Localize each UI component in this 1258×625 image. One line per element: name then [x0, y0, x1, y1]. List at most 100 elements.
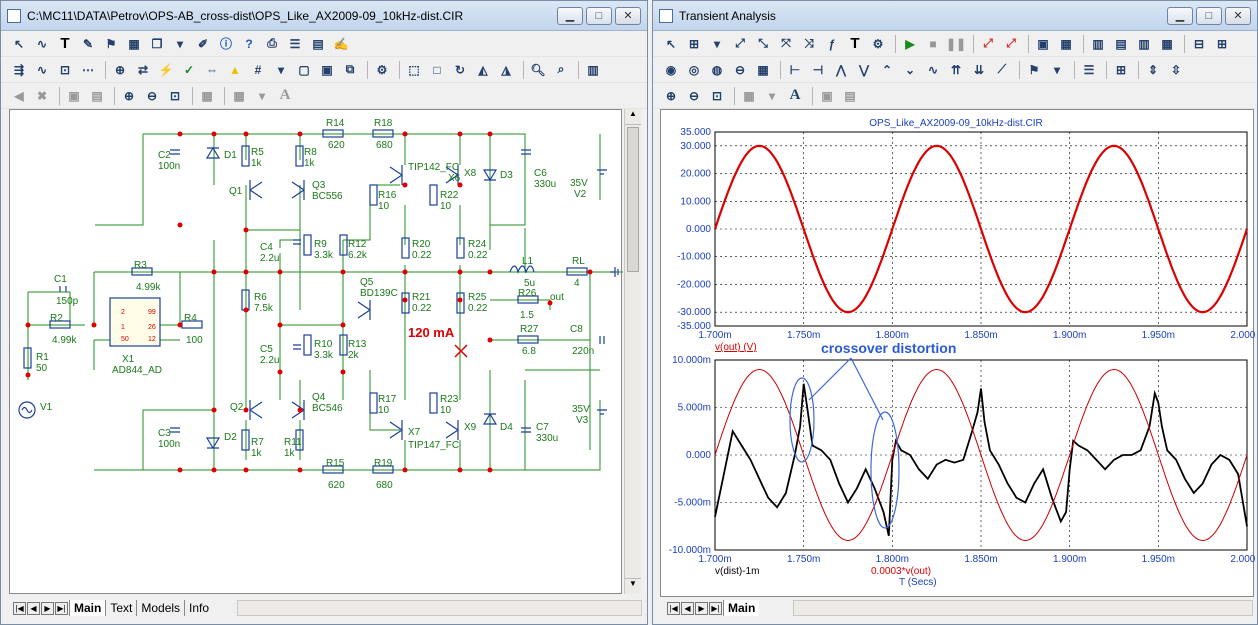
dropdown-icon-5[interactable]: ▾	[1053, 62, 1061, 77]
low-icon[interactable]: ⌄	[904, 62, 916, 77]
warning-icon[interactable]: ▲	[229, 62, 241, 77]
flip-icon[interactable]: ⇔	[206, 62, 218, 77]
plot-zoom-fit-icon[interactable]: ⊡	[711, 88, 723, 103]
scale-icon[interactable]: ⊞	[688, 36, 700, 51]
global-low-icon[interactable]: ⇊	[973, 62, 985, 77]
next-interp-icon[interactable]: ⊣	[812, 62, 824, 77]
select-mode-icon[interactable]: ↖	[13, 36, 25, 51]
plot-last-page-icon[interactable]: ▶|	[709, 601, 722, 615]
zoom-fit-icon[interactable]: ⊡	[169, 88, 181, 103]
maximize-button[interactable]: □	[586, 6, 612, 25]
zoom-out-icon[interactable]: ⊖	[146, 88, 158, 103]
plot-next-page-icon[interactable]: ▶	[695, 601, 708, 615]
layout-3-icon[interactable]: ▥	[1138, 36, 1150, 51]
info-icon[interactable]: ⓘ	[219, 37, 232, 51]
valley-find-icon[interactable]: ⋁	[859, 62, 869, 77]
properties-icon-2[interactable]: ⚙	[872, 36, 884, 51]
restore-scale-icon[interactable]: ⤡	[758, 36, 768, 50]
back-icon[interactable]: ◀	[14, 88, 24, 103]
peak-icon[interactable]: ◍	[711, 62, 723, 77]
align-alt-icon[interactable]: ⇳	[1170, 62, 1182, 77]
plot-zoom-in-icon[interactable]: ⊕	[665, 88, 677, 103]
analysis-close-button[interactable]: ✕	[1225, 6, 1251, 25]
text-tool-icon[interactable]: T	[850, 35, 860, 52]
copy-icon[interactable]: ❐	[151, 36, 163, 51]
cursor-right-icon[interactable]: ⤢	[1006, 36, 1016, 50]
select-icon[interactable]: ↖	[665, 36, 677, 51]
analysis-maximize-button[interactable]: □	[1196, 6, 1222, 25]
slope-icon[interactable]: ⟋	[997, 62, 1007, 76]
current-icon[interactable]: ⇄	[137, 62, 149, 77]
stop-icon[interactable]: ✖	[36, 88, 48, 103]
pin-names-icon[interactable]: ⊡	[59, 62, 71, 77]
analysis-titlebar[interactable]: Transient Analysis ▁ □ ✕	[653, 1, 1257, 31]
grid-view-icon[interactable]: ▦	[233, 88, 245, 103]
label-icon[interactable]: ⚑	[1028, 62, 1040, 77]
grid-icon[interactable]: ⋯	[82, 62, 94, 77]
flag-icon[interactable]: ⚑	[105, 36, 117, 51]
minus-icon[interactable]: ⊖	[734, 62, 746, 77]
text-mode-icon[interactable]: T	[60, 35, 70, 52]
tab-text[interactable]: Text	[105, 600, 136, 616]
minimize-button[interactable]: ▁	[557, 6, 583, 25]
box-icon[interactable]: □	[433, 62, 441, 77]
stop-run-icon[interactable]: ■	[929, 36, 937, 51]
tab-models[interactable]: Models	[136, 600, 184, 616]
peak-find-icon[interactable]: ⋀	[836, 62, 846, 77]
dropdown-icon-2[interactable]: ▾	[277, 62, 285, 77]
page-icon[interactable]: ▢	[298, 62, 310, 77]
mirror-icon[interactable]: ◭	[478, 62, 488, 77]
info-panel-icon[interactable]: ▥	[587, 62, 599, 77]
tile-alt-icon[interactable]: ▦	[1060, 36, 1072, 51]
power-icon[interactable]: ⚡	[158, 62, 174, 77]
scroll-thumb[interactable]	[627, 127, 639, 272]
print-icon[interactable]: ⎙	[267, 36, 277, 50]
run-icon[interactable]: ▶	[905, 36, 915, 51]
attribute-icon[interactable]: ⊕	[114, 62, 126, 77]
global-high-icon[interactable]: ⇈	[950, 62, 962, 77]
notes-icon[interactable]: ☰	[1083, 62, 1095, 77]
pen-icon[interactable]: ✐	[197, 36, 209, 51]
tab-main[interactable]: Main	[69, 600, 106, 616]
first-page-icon[interactable]: |◀	[13, 601, 26, 615]
select-box-icon[interactable]: ⬚	[408, 62, 420, 77]
edit-icon[interactable]: ✍	[333, 36, 349, 51]
node-numbers-icon[interactable]: ⇶	[13, 62, 25, 77]
layout-4-icon[interactable]: ▦	[1161, 36, 1173, 51]
dropdown-icon-3[interactable]: ▾	[258, 88, 266, 103]
ungroup-icon[interactable]: ▤	[91, 88, 103, 103]
dropdown-icon-6[interactable]: ▾	[768, 88, 776, 103]
draw-icon[interactable]: ✎	[82, 36, 94, 51]
close-button[interactable]: ✕	[615, 6, 641, 25]
layout-2-icon[interactable]: ▤	[1115, 36, 1127, 51]
table-icon[interactable]: ▤	[312, 36, 324, 51]
dropdown-icon-4[interactable]: ▾	[713, 36, 721, 51]
split-h-icon[interactable]: ⊟	[1193, 36, 1205, 51]
align-icon[interactable]: ⇕	[1147, 62, 1159, 77]
pause-icon[interactable]: ❚❚	[945, 36, 967, 51]
tile-icon[interactable]: ▣	[1037, 36, 1049, 51]
next-page-icon[interactable]: ▶	[41, 601, 54, 615]
node-voltages-icon[interactable]: ∿	[36, 62, 48, 77]
hscroll-right[interactable]	[793, 600, 1253, 616]
fx-icon[interactable]: ƒ	[828, 36, 836, 51]
prev-page-icon[interactable]: ◀	[27, 601, 40, 615]
find-next-icon[interactable]: ⌕	[557, 62, 565, 76]
next-simple-icon[interactable]: ⊢	[789, 62, 801, 77]
zoom-window-icon[interactable]: ⧉	[345, 62, 355, 76]
group-icon[interactable]: ▣	[68, 88, 80, 103]
check-icon[interactable]: ✓	[183, 62, 195, 77]
help-icon[interactable]: ?	[245, 36, 253, 51]
tab-info[interactable]: Info	[184, 600, 213, 616]
mirror-v-icon[interactable]: ◮	[501, 62, 511, 77]
plot-ungroup-icon[interactable]: ▤	[844, 88, 856, 103]
scale-view-icon[interactable]: ⤨	[804, 36, 814, 50]
last-page-icon[interactable]: ▶|	[55, 601, 68, 615]
tab-plot-main[interactable]: Main	[723, 600, 760, 616]
schematic-titlebar[interactable]: C:\MC11\DATA\Petrov\OPS-AB_cross-dist\OP…	[1, 1, 647, 31]
schematic-vscroll[interactable]: ▲ ▼	[624, 109, 641, 594]
component-icon[interactable]: ▦	[128, 36, 140, 51]
layout-1-icon[interactable]: ▥	[1092, 36, 1104, 51]
plot-vscroll[interactable]	[653, 109, 659, 597]
